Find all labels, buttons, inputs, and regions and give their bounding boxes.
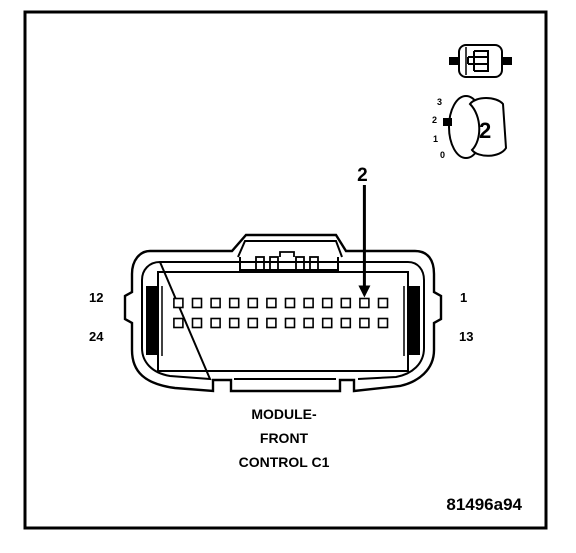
pin-label-top-left: 12 [89,290,103,305]
callout-arrowhead [358,285,371,298]
pin-cavity-10 [210,297,221,309]
connector-name-line-2: FRONT [260,430,309,446]
pin-cavity-22 [210,317,221,329]
pin-label-top-right: 1 [460,290,467,305]
pin-label-bottom-left: 24 [89,329,104,344]
view-direction-icon: 3 2 1 0 2 [432,95,508,160]
pin-cavity-12 [173,297,184,309]
scale-mark-0: 0 [440,150,445,160]
pin-cavity-24 [173,317,184,329]
pin-cavity-14 [359,317,370,329]
pin-grid [173,297,389,329]
connector-orientation-icon [449,44,512,78]
pin-cavity-7 [266,297,277,309]
pin-cavity-23 [191,317,203,329]
pin-cavity-6 [284,297,296,309]
scale-mark-2: 2 [432,115,437,125]
connector-name-line-1: MODULE- [251,406,317,422]
pin-cavity-5 [303,297,314,309]
connector-housing [123,233,443,393]
scale-mark-3: 3 [437,97,442,107]
pin-cavity-16 [321,317,333,329]
figure-border [23,10,548,530]
figure-id: 81496a94 [446,495,522,514]
pin-cavity-20 [247,317,259,329]
connector-name-line-3: CONTROL C1 [239,454,330,470]
pin-cavity-18 [284,317,296,329]
pin-cavity-11 [191,297,203,309]
pin-cavity-21 [228,317,240,329]
pin-cavity-15 [340,317,352,329]
pin-cavity-3 [340,297,352,309]
pin-label-bottom-right: 13 [459,329,473,344]
pin-cavity-4 [321,297,333,309]
pin-cavity-13 [377,317,389,329]
pin-cavity-8 [247,297,259,309]
pin-cavity-1 [377,297,389,309]
pin-cavity-9 [228,297,240,309]
pin-cavity-19 [266,317,277,329]
pin-cavity-2 [359,297,370,309]
view-number: 2 [479,118,491,143]
scale-mark-1: 1 [433,134,438,144]
callout-label: 2 [357,165,368,186]
pin-cavity-17 [303,317,314,329]
